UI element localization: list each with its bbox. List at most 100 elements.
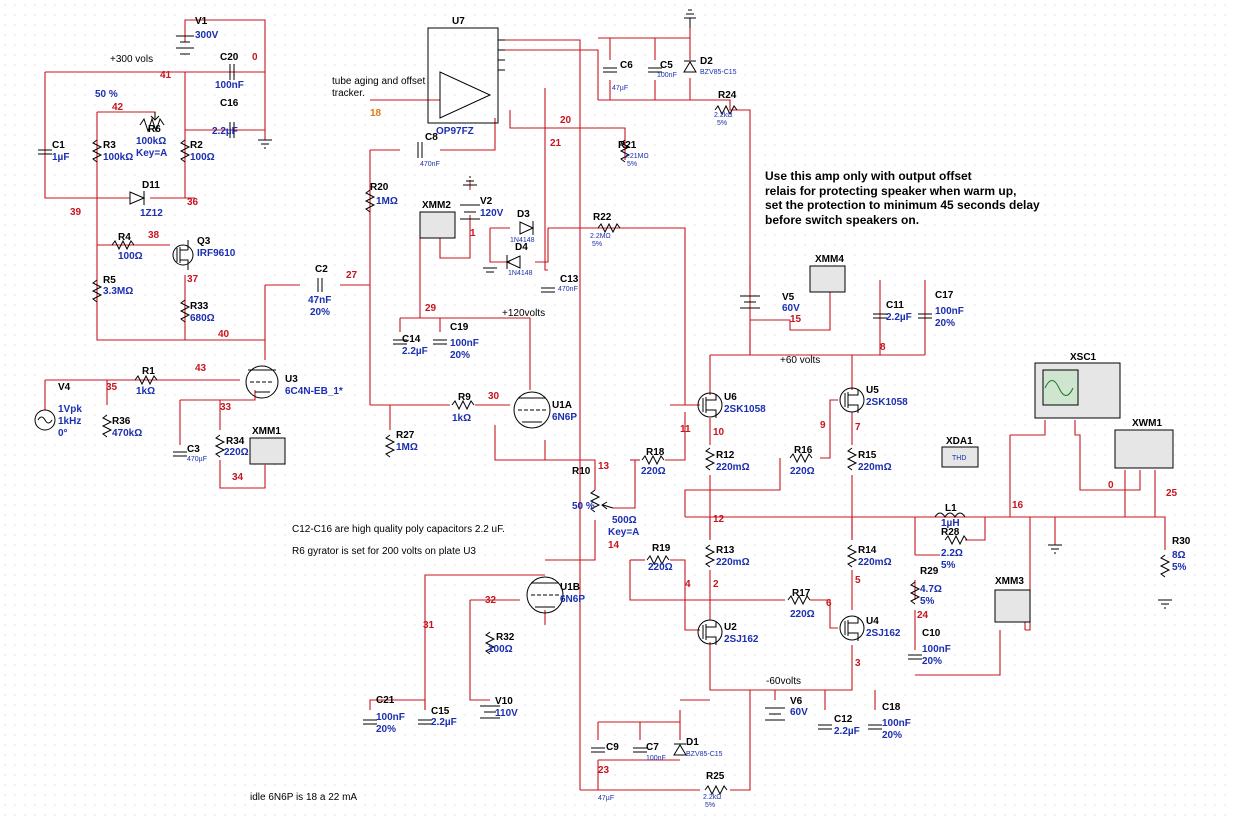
- ref-R34: R34: [226, 436, 245, 447]
- instruments: [249, 211, 1174, 623]
- ref-C20: C20: [220, 52, 239, 63]
- symbols: [34, 9, 1172, 796]
- val-R29: 4.7Ω: [920, 584, 942, 595]
- ref-R5: R5: [103, 275, 116, 286]
- xwm1-wattmeter[interactable]: [1114, 429, 1174, 469]
- val-R22: 2.2MΩ: [590, 233, 611, 240]
- val-C11: 2.2µF: [886, 312, 912, 323]
- ref-R2: R2: [190, 140, 203, 151]
- val-U1A: 6N6P: [552, 412, 577, 423]
- ref-R10: R10: [572, 466, 591, 477]
- ref-XMM3: XMM3: [995, 576, 1024, 587]
- val-R2: 100Ω: [190, 152, 215, 163]
- net-25: 25: [1166, 488, 1178, 499]
- warning-note-2: relais for protecting speaker when warm …: [765, 184, 1016, 198]
- xmm2-multimeter[interactable]: [419, 211, 456, 239]
- net-37: 37: [187, 274, 199, 285]
- val-R33: 680Ω: [190, 313, 215, 324]
- val-U3: 6C4N-EB_1*: [285, 386, 343, 397]
- ref-C17: C17: [935, 290, 954, 301]
- freq-V4: 1kHz: [58, 416, 81, 427]
- val-C19: 100nF: [450, 338, 479, 349]
- ref-L1: L1: [945, 503, 957, 514]
- val-R13: 220mΩ: [716, 557, 750, 568]
- val-U4: 2SJ162: [866, 628, 901, 639]
- net-42: 42: [112, 102, 124, 113]
- ref-R32: R32: [496, 632, 515, 643]
- val-C2: 47nF: [308, 295, 331, 306]
- val-C14: 2.2µF: [402, 346, 428, 357]
- ref-D3: D3: [517, 209, 530, 220]
- val-D2: BZV85-C15: [700, 69, 737, 76]
- ref-C12: C12: [834, 714, 853, 725]
- ref-U4: U4: [866, 616, 879, 627]
- val-R27: 1MΩ: [396, 442, 418, 453]
- net-0-a: 0: [252, 52, 258, 63]
- net-23: 23: [598, 765, 610, 776]
- val-R1: 1kΩ: [136, 386, 155, 397]
- val-C12: 2.2µF: [834, 726, 860, 737]
- net-10: 10: [713, 427, 725, 438]
- val-R19: 220Ω: [648, 562, 673, 573]
- val-V4: 1Vpk: [58, 404, 82, 415]
- val-R4: 100Ω: [118, 251, 143, 262]
- ref-D11: D11: [142, 180, 160, 191]
- val-R21: 2.21MΩ: [624, 153, 649, 160]
- net-43: 43: [195, 363, 207, 374]
- val-V6: 60V: [790, 707, 808, 718]
- ref-R12: R12: [716, 450, 735, 461]
- rail-p60-label: +60 volts: [780, 355, 820, 366]
- ref-C1: C1: [52, 140, 65, 151]
- ref-R28: R28: [941, 527, 960, 538]
- net-2: 2: [713, 579, 719, 590]
- ref-C8: C8: [425, 132, 438, 143]
- net-36: 36: [187, 197, 199, 208]
- val-R10: 500Ω: [612, 515, 637, 526]
- ref-U1B: U1B: [560, 582, 580, 593]
- val-U5: 2SK1058: [866, 397, 908, 408]
- tol-C21: 20%: [376, 724, 396, 735]
- val-R14: 220mΩ: [858, 557, 892, 568]
- tol-R22: 5%: [592, 241, 602, 248]
- ref-R4: R4: [118, 232, 131, 243]
- val-C16: 2.2µF: [212, 126, 238, 137]
- ref-R21: R21: [618, 140, 637, 151]
- ref-U5: U5: [866, 385, 879, 396]
- net-21: 21: [550, 138, 562, 149]
- val-U2: 2SJ162: [724, 634, 759, 645]
- net-41: 41: [160, 70, 172, 81]
- val-U7: OP97FZ: [436, 126, 474, 137]
- val-D11: 1Z12: [140, 208, 163, 219]
- xmm3-multimeter[interactable]: [994, 589, 1031, 623]
- val-D1: BZV85-C15: [686, 751, 723, 758]
- ref-Q3: Q3: [197, 236, 211, 247]
- val-U1B: 6N6P: [560, 594, 585, 605]
- net-9: 9: [820, 420, 826, 431]
- val-R15: 220mΩ: [858, 462, 892, 473]
- ref-R36: R36: [112, 416, 131, 427]
- ref-R14: R14: [858, 545, 877, 556]
- ref-R24: R24: [718, 90, 737, 101]
- ref-C3: C3: [187, 444, 200, 455]
- net-6: 6: [826, 598, 832, 609]
- tol-C18: 20%: [882, 730, 902, 741]
- val-R12: 220mΩ: [716, 462, 750, 473]
- val-R32: 100Ω: [488, 644, 513, 655]
- val-C8: 470nF: [420, 161, 440, 168]
- ref-C5: C5: [660, 60, 673, 71]
- net-39: 39: [70, 207, 82, 218]
- val-C7: 100nF: [646, 755, 666, 762]
- val-C5: 100nF: [657, 72, 677, 79]
- val-C3: 470µF: [187, 456, 207, 463]
- ref-C14: C14: [402, 334, 421, 345]
- tol-C10: 20%: [922, 656, 942, 667]
- net-4: 4: [685, 579, 691, 590]
- xda1-analyzer[interactable]: [941, 446, 979, 468]
- xmm1-multimeter[interactable]: [249, 437, 286, 465]
- val-R18: 220Ω: [641, 466, 666, 477]
- net-33: 33: [220, 402, 232, 413]
- xmm4-multimeter[interactable]: [809, 265, 846, 293]
- val-XDA1: THD: [952, 455, 966, 462]
- val-R30: 8Ω: [1172, 550, 1186, 561]
